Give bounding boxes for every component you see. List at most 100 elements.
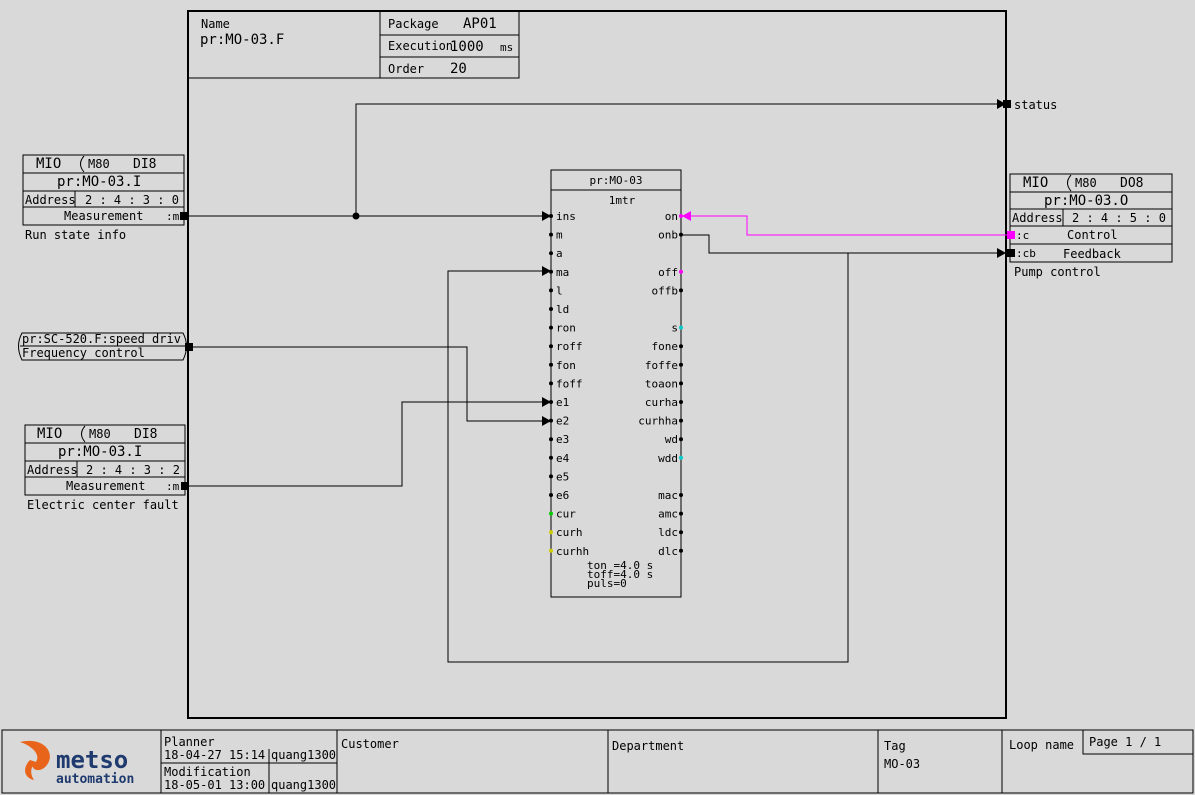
port-label-ins: ins [556, 210, 576, 223]
port-dot-cur[interactable] [549, 511, 553, 516]
port-label-mac: mac [658, 489, 678, 502]
io-pump-mio: MIO [1023, 175, 1048, 191]
port-dot-m[interactable] [549, 232, 553, 237]
port-label-fone: fone [652, 340, 679, 353]
freq-terminal[interactable] [185, 343, 193, 351]
motor-ports: insmamalldronrofffonfoffe1e2e3e4e5e6curc… [549, 210, 683, 558]
port-dot-ld[interactable] [549, 307, 553, 311]
io-fault-module: M80 [89, 427, 111, 441]
io-fault-address: 2 : 4 : 3 : 2 [86, 463, 180, 477]
io-run-terminal[interactable] [180, 212, 188, 220]
port-dot-fon[interactable] [549, 362, 553, 367]
diagram-frame [187, 10, 1007, 719]
io-fault-type: DI8 [134, 427, 157, 442]
io-pump-caption: Pump control [1014, 265, 1101, 279]
io-electric-fault[interactable]: MIO M80 DI8 pr:MO-03.I Address 2 : 4 : 3… [24, 424, 189, 512]
department-label: Department [612, 739, 684, 753]
port-dot-e4[interactable] [549, 455, 553, 460]
package-value: AP01 [463, 16, 497, 32]
wire-feedback-to-ma [447, 253, 849, 663]
port-dot-s[interactable] [679, 325, 683, 330]
port-dot-offb[interactable] [679, 288, 683, 293]
port-label-e1: e1 [556, 396, 569, 409]
port-dot-wd[interactable] [679, 437, 683, 442]
port-label-ld: ld [556, 303, 569, 316]
port-label-m: m [556, 229, 563, 242]
port-dot-wdd[interactable] [679, 455, 683, 460]
port-label-curhha: curhha [638, 415, 678, 428]
io-pump-feedback-terminal[interactable] [1007, 249, 1015, 257]
port-dot-l[interactable] [549, 288, 553, 293]
port-label-on: on [665, 210, 678, 223]
port-dot-curh[interactable] [549, 530, 553, 535]
wire-control-to-on [690, 215, 1007, 236]
port-dot-fone[interactable] [679, 344, 683, 349]
freq-caption: Frequency control [22, 346, 145, 360]
io-pump-control-terminal[interactable] [1007, 231, 1015, 239]
arrow-on [682, 211, 691, 221]
frequency-reference[interactable]: pr:SC-520.F:speed driv Frequency control [18, 332, 194, 361]
port-label-cur: cur [556, 508, 576, 521]
io-run-signal: Measurement [64, 209, 143, 223]
io-pump-control[interactable]: MIO M80 DO8 pr:MO-03.O Address 2 : 4 : 5… [997, 173, 1173, 279]
motor-type: 1mtr [609, 194, 636, 207]
io-pump-feedback-label: Feedback [1063, 247, 1122, 261]
header-box: Name pr:MO-03.F Package AP01 Execution 1… [187, 10, 520, 79]
wire-status-branch [355, 103, 998, 216]
port-label-offb: offb [652, 284, 679, 297]
tag-value: MO-03 [884, 757, 920, 771]
port-dot-dlc[interactable] [679, 548, 683, 553]
io-fault-name: pr:MO-03.I [58, 444, 142, 460]
port-dot-e2[interactable] [549, 418, 553, 423]
port-dot-e5[interactable] [549, 474, 553, 479]
io-pump-type: DO8 [1120, 176, 1143, 191]
io-pump-module: M80 [1075, 176, 1097, 190]
port-dot-ron[interactable] [549, 325, 553, 330]
execution-unit: ms [500, 41, 513, 54]
port-dot-on[interactable] [679, 214, 683, 218]
io-fault-address-label: Address [27, 463, 78, 477]
port-dot-roff[interactable] [549, 344, 553, 349]
port-dot-curha[interactable] [679, 400, 683, 404]
io-run-state[interactable]: MIO M80 DI8 pr:MO-03.I Address 2 : 4 : 3… [22, 154, 188, 242]
io-pump-name: pr:MO-03.O [1044, 193, 1128, 209]
port-label-roff: roff [556, 340, 583, 353]
port-dot-foffe[interactable] [679, 362, 683, 367]
port-label-dlc: dlc [658, 545, 678, 558]
motor-param-ton: ton =4.0 s [587, 559, 653, 572]
port-dot-e6[interactable] [549, 493, 553, 497]
title-block: metso automation Planner 18-04-27 15:14 … [1, 729, 1194, 794]
io-run-type: DI8 [133, 157, 156, 172]
wire-junction [352, 212, 360, 220]
port-label-foff: foff [556, 377, 583, 390]
port-dot-curhha[interactable] [679, 418, 683, 423]
motor-block[interactable]: pr:MO-03 1mtr insmamalldronrofffonfoffe1… [549, 169, 683, 598]
port-label-curhh: curhh [556, 545, 589, 558]
order-label: Order [388, 62, 424, 76]
port-dot-ldc[interactable] [679, 530, 683, 535]
port-dot-mac[interactable] [679, 493, 683, 497]
port-dot-off[interactable] [679, 269, 683, 274]
io-run-name: pr:MO-03.I [57, 174, 141, 190]
io-pump-control-port: :c [1016, 229, 1029, 242]
io-fault-terminal[interactable] [181, 482, 189, 490]
io-fault-caption: Electric center fault [27, 498, 179, 512]
port-dot-e3[interactable] [549, 437, 553, 442]
port-dot-amc[interactable] [679, 511, 683, 516]
port-label-e6: e6 [556, 489, 569, 502]
io-pump-feedback-port: :cb [1016, 247, 1036, 260]
port-label-curh: curh [556, 526, 583, 539]
wire-onb-loop [681, 234, 998, 254]
port-dot-a[interactable] [549, 251, 553, 256]
execution-label: Execution [388, 39, 453, 53]
port-label-ron: ron [556, 322, 576, 335]
port-dot-curhh[interactable] [549, 548, 553, 553]
port-dot-toaon[interactable] [679, 381, 683, 386]
io-fault-port: :m [166, 480, 180, 493]
motor-param-puls: puls=0 [587, 577, 627, 590]
status-output[interactable]: status [997, 98, 1057, 112]
port-label-s: s [671, 322, 678, 335]
io-run-port: :m [166, 210, 180, 223]
port-label-fon: fon [556, 359, 576, 372]
port-dot-foff[interactable] [549, 381, 553, 386]
